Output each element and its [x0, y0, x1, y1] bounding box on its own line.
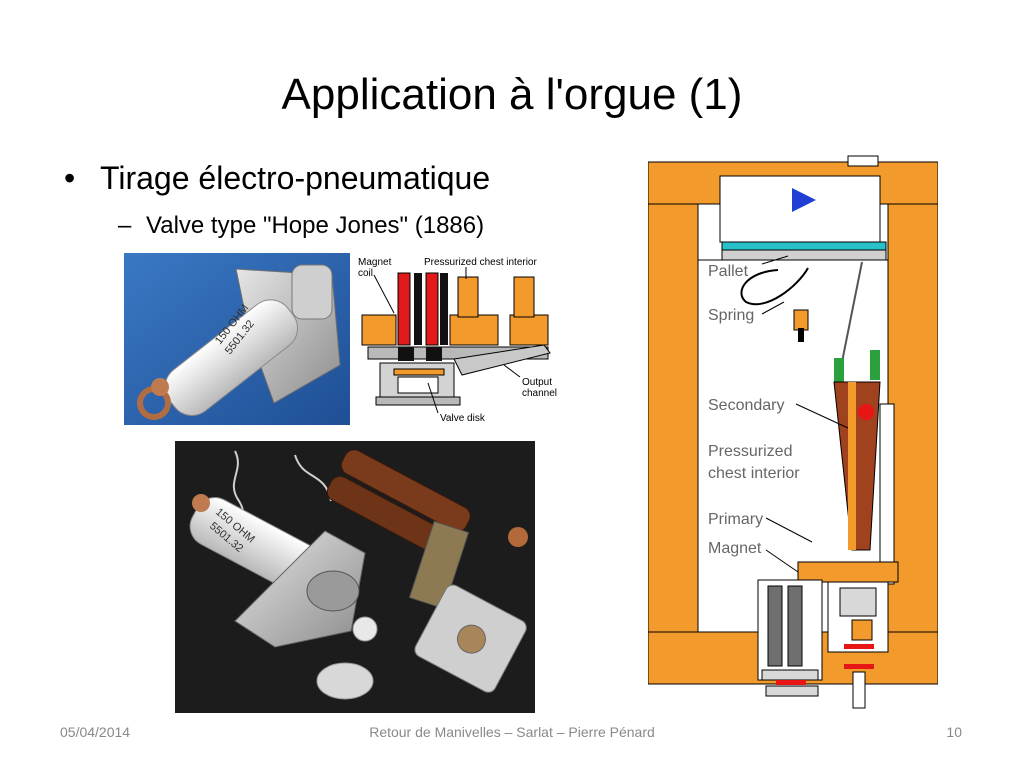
footer-date: 05/04/2014: [60, 724, 131, 740]
bullet-level-2: –Valve type "Hope Jones" (1886): [118, 212, 484, 240]
bullet-level-1: • Tirage électro-pneumatique: [64, 160, 490, 197]
label-valve-disk: Valve disk: [440, 413, 486, 424]
photo-magnet-parts: 150 OHM 5501.32: [175, 441, 535, 713]
footer-page-number: 10: [946, 724, 962, 740]
label-magnet-coil-2: coil: [358, 268, 373, 279]
large-valve-diagram: Pallet Spring Secondary Pressurized ches…: [648, 152, 938, 714]
bullet-dot-icon: •: [64, 160, 76, 196]
label-magnet-coil-1: Magnet: [358, 257, 392, 268]
label-spring: Spring: [708, 307, 754, 324]
label-output-1: Output: [522, 377, 552, 388]
photo-magnet-assembled: 150 OHM 5501.32: [124, 253, 350, 425]
label-primary: Primary: [708, 511, 763, 528]
small-valve-diagram: Magnet coil Pressurized chest interior O…: [354, 253, 564, 425]
label-output-2: channel: [522, 388, 557, 399]
label-magnet: Magnet: [708, 540, 762, 557]
label-secondary: Secondary: [708, 397, 785, 414]
slide-title: Application à l'orgue (1): [281, 70, 743, 119]
label-pressurized-chest: Pressurized chest interior: [424, 257, 537, 268]
label-pressurized-1: Pressurized: [708, 443, 792, 460]
bullet-1-text: Tirage électro-pneumatique: [100, 160, 491, 196]
footer-center: Retour de Manivelles – Sarlat – Pierre P…: [369, 724, 655, 740]
label-pallet: Pallet: [708, 263, 749, 280]
label-pressurized-2: chest interior: [708, 465, 800, 482]
bullet-2-text: Valve type "Hope Jones" (1886): [146, 212, 485, 239]
bullet-dash-icon: –: [118, 212, 132, 239]
